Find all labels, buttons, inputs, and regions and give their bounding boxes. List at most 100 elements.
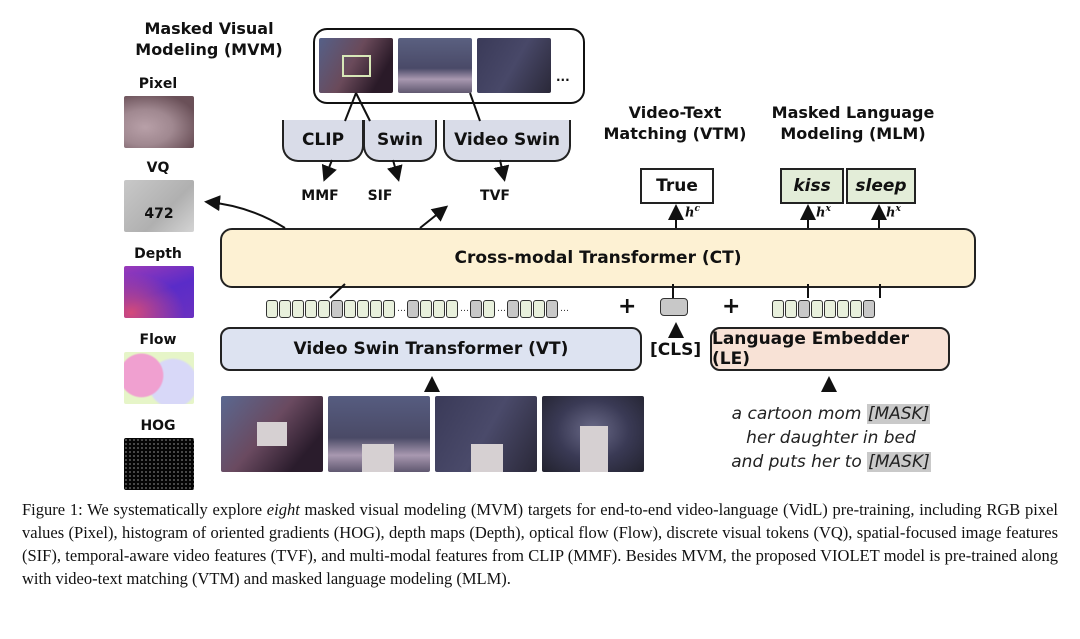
- mvm-title-line1: Masked Visual: [144, 19, 274, 38]
- vtm-hidden-symbol: h: [685, 205, 695, 221]
- video-token: [357, 299, 369, 318]
- video-frame-3: [477, 38, 551, 93]
- clip-encoder: CLIP: [282, 120, 364, 162]
- ct-to-vq-arrow: [204, 195, 286, 229]
- masked-video-token: [507, 299, 519, 318]
- mlm-hidden-symbol-2: h: [886, 205, 896, 221]
- plus-sign-2: +: [722, 294, 741, 319]
- masked-frame-3: [435, 396, 537, 472]
- vtm-output: True: [656, 176, 698, 196]
- pixel-label: Pixel: [138, 76, 178, 92]
- mlm-output-2: sleep: [855, 176, 907, 196]
- ct-label: Cross-modal Transformer (CT): [454, 248, 742, 268]
- frame-to-clip-line: [344, 92, 357, 122]
- video-token: [344, 299, 356, 318]
- vtm-title-line2: Matching (VTM): [603, 124, 747, 143]
- sif-label: SIF: [367, 188, 393, 204]
- depth-label: Depth: [134, 246, 182, 262]
- video-token: [420, 299, 432, 318]
- pixel-target-image: [124, 96, 194, 148]
- masked-video-token: [407, 299, 419, 318]
- video-token: [383, 299, 395, 318]
- video-frame-2: [398, 38, 472, 93]
- masked-text-token: [798, 299, 810, 318]
- frames-ellipsis: ...: [556, 70, 570, 84]
- clip-encoder-label: CLIP: [301, 130, 345, 150]
- mlm-title: Masked Language Modeling (MLM): [768, 102, 938, 144]
- mvm-title: Masked Visual Modeling (MVM): [118, 18, 300, 60]
- frame-to-swin-line: [355, 92, 371, 122]
- text-token: [850, 299, 862, 318]
- swin-encoder: Swin: [363, 120, 437, 162]
- patch-highlight: [342, 55, 371, 77]
- mask-token-2: [MASK]: [867, 452, 931, 472]
- video-token: [279, 299, 291, 318]
- text-token: [772, 299, 784, 318]
- sentence-text-1: a cartoon mom: [731, 404, 867, 424]
- text-token: [811, 299, 823, 318]
- hog-label: HOG: [140, 418, 176, 434]
- language-embedder: Language Embedder (LE): [710, 327, 950, 371]
- sentence-line-3: and puts her to [MASK]: [700, 450, 962, 474]
- video-token: [433, 299, 445, 318]
- token-ellipsis: …: [460, 303, 469, 314]
- mvm-title-line2: Modeling (MVM): [135, 40, 283, 59]
- token-ellipsis: …: [497, 303, 506, 314]
- cls-token: [660, 298, 688, 316]
- video-swin-encoder-label: Video Swin: [454, 130, 560, 150]
- vtm-output-box: True: [640, 168, 714, 204]
- input-sentence: a cartoon mom [MASK] her daughter in bed…: [700, 402, 962, 474]
- sentence-text-3: and puts her to: [731, 452, 868, 472]
- masked-text-token: [863, 299, 875, 318]
- le-label: Language Embedder (LE): [712, 329, 910, 369]
- tvf-label: TVF: [480, 188, 510, 204]
- text-token: [785, 299, 797, 318]
- mmf-label: MMF: [301, 188, 339, 204]
- mlm-hidden-label-1: hx: [816, 204, 831, 220]
- mlm-output-box-2: sleep: [846, 168, 916, 204]
- mlm-hidden-symbol-1: h: [816, 205, 826, 221]
- video-token: [370, 299, 382, 318]
- vtm-hidden-sup: c: [694, 204, 700, 214]
- cls-label: [CLS]: [650, 340, 702, 360]
- caption-rest: masked visual modeling (MVM) targets for…: [22, 500, 1058, 588]
- vq-target-image: 472: [124, 180, 194, 232]
- caption-emphasis: eight: [266, 500, 300, 519]
- video-swin-transformer: Video Swin Transformer (VT): [220, 327, 642, 371]
- vt-label: Video Swin Transformer (VT): [293, 339, 569, 359]
- mlm-hidden-label-2: hx: [886, 204, 901, 220]
- figure-caption: Figure 1: We systematically explore eigh…: [22, 498, 1058, 590]
- video-frame-1: [319, 38, 393, 93]
- mask-token-1: [MASK]: [866, 404, 931, 424]
- mask-patch: [257, 422, 287, 446]
- video-token: [305, 299, 317, 318]
- video-token-row: …………: [266, 298, 570, 318]
- swin-to-sif-arrow: [387, 159, 403, 182]
- flow-label: Flow: [139, 332, 177, 348]
- video-token: [533, 299, 545, 318]
- mask-patch: [471, 444, 503, 472]
- text-token: [824, 299, 836, 318]
- depth-target-image: [124, 266, 194, 318]
- masked-video-token: [546, 299, 558, 318]
- plus-sign-1: +: [618, 294, 637, 319]
- mlm-output-1: kiss: [793, 176, 831, 196]
- caption-prefix: Figure 1: We systematically explore: [22, 500, 267, 519]
- mlm-hidden-sup-1: x: [825, 204, 831, 214]
- sentence-line-2: her daughter in bed: [746, 428, 916, 448]
- mlm-hidden-sup-2: x: [895, 204, 901, 214]
- ct-to-tvf-arrow: [419, 205, 449, 229]
- vq-label: VQ: [146, 160, 170, 176]
- video-token: [292, 299, 304, 318]
- flow-target-image: [124, 352, 194, 404]
- cross-modal-transformer: Cross-modal Transformer (CT): [220, 228, 976, 288]
- frames-to-videoswin-line: [469, 92, 481, 122]
- video-token: [483, 299, 495, 318]
- video-swin-encoder: Video Swin: [443, 120, 571, 162]
- clip-to-mmf-arrow: [321, 159, 337, 182]
- masked-frame-4: [542, 396, 644, 472]
- token-ellipsis: …: [560, 303, 569, 314]
- masked-frame-1: [221, 396, 323, 472]
- mlm-output-box-1: kiss: [780, 168, 844, 204]
